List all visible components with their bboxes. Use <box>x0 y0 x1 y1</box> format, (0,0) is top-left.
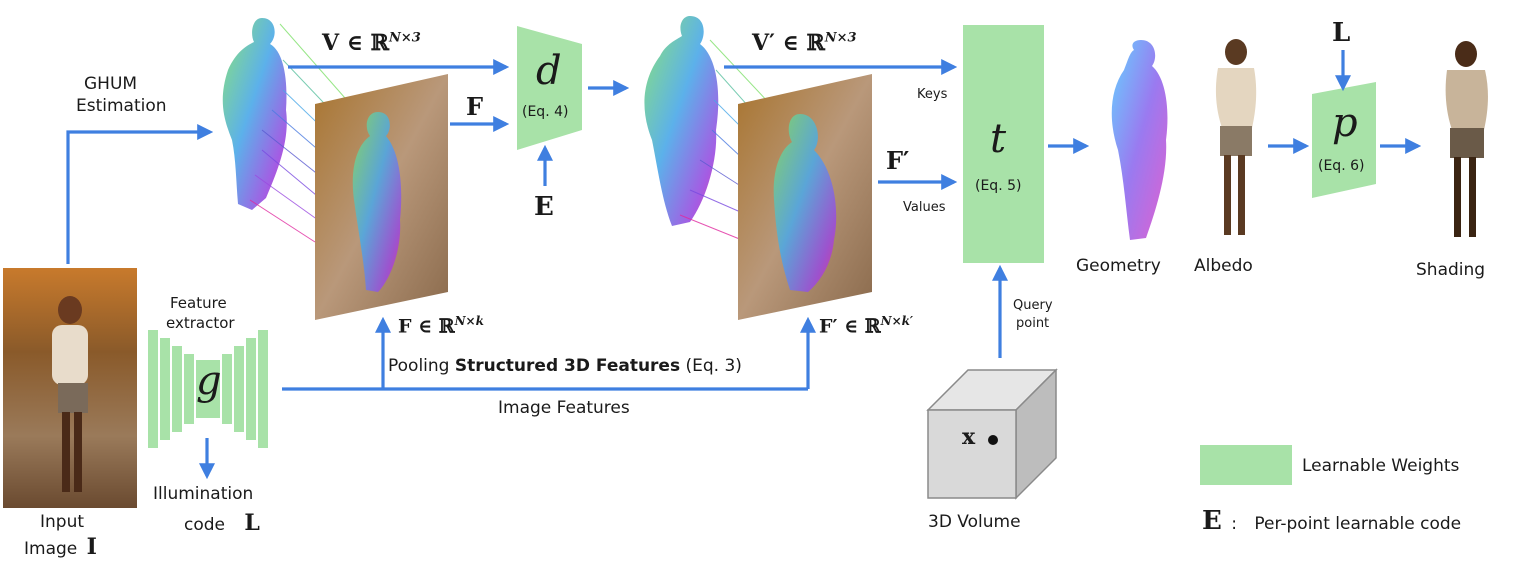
pooling-post: (Eq. 3) <box>680 356 742 376</box>
values-label: Values <box>903 200 946 215</box>
illumination-label: Illumination <box>153 484 254 504</box>
f-label: F <box>466 92 484 121</box>
f-bottom-math: F ∈ ℝ <box>398 315 455 338</box>
point-label: point <box>1016 316 1050 331</box>
query-label: Query <box>1013 298 1053 313</box>
pooling-bold: Structured 3D Features <box>454 356 681 376</box>
feature-extractor-g <box>148 330 268 448</box>
v-label: V ∈ ℝN×3 <box>322 30 421 56</box>
estimation-label: Estimation <box>76 96 167 116</box>
albedo-label: Albedo <box>1194 256 1253 276</box>
legend-e-math: E <box>1202 506 1222 536</box>
fprime-label: F′ <box>886 146 910 175</box>
fprime-bottom-label: F′ ∈ ℝN×k′ <box>819 314 913 337</box>
feature-map-panel <box>315 74 448 320</box>
f-bottom-sup: N×k <box>454 314 484 328</box>
legend-colon: : <box>1231 514 1237 534</box>
image-i-math: I <box>86 534 97 560</box>
keys-label: Keys <box>917 87 948 102</box>
shading-label: Shading <box>1416 260 1486 280</box>
shader-p-block <box>1312 82 1376 198</box>
x-label: x <box>962 424 976 450</box>
ghum-text: GHUM <box>84 74 138 94</box>
decoder-d-block <box>517 26 582 150</box>
image-label: Image I <box>24 534 97 560</box>
albedo-render <box>1215 39 1257 235</box>
legend-code-text: Per-point learnable code <box>1254 514 1462 534</box>
input-label: Input <box>40 512 85 532</box>
extractor-label: extractor <box>166 314 235 332</box>
code-l-math: L <box>244 510 260 536</box>
t-eq: (Eq. 5) <box>975 178 1022 194</box>
geometry-render <box>1111 40 1168 240</box>
pooling-label: Pooling Structured 3D Features (Eq. 3) <box>388 356 742 376</box>
refined-feature-panel <box>738 74 872 320</box>
legend-swatch <box>1200 445 1292 485</box>
arrow-ghum <box>66 124 214 264</box>
legend-code-label: E : Per-point learnable code <box>1202 506 1461 536</box>
shading-render <box>1445 41 1488 237</box>
pooling-pre: Pooling <box>388 356 455 376</box>
l-top-label: L <box>1332 18 1351 48</box>
ghum-label: GHUM <box>84 74 137 94</box>
vprime-sup: N×3 <box>824 30 857 46</box>
e-label: E <box>534 192 554 222</box>
g-symbol: g <box>196 358 222 404</box>
transformer-t-block <box>963 25 1044 263</box>
input-image <box>3 268 137 508</box>
fprime-bottom-math: F′ ∈ ℝ <box>819 315 881 338</box>
vprime-label: V′ ∈ ℝN×3 <box>752 30 857 56</box>
code-label: code L <box>184 510 260 536</box>
p-symbol: p <box>1332 100 1358 146</box>
volume-label: 3D Volume <box>928 512 1021 532</box>
legend-weights-label: Learnable Weights <box>1302 456 1460 476</box>
vprime-math: V′ ∈ ℝ <box>752 30 825 56</box>
3d-volume-cube <box>926 368 1058 500</box>
ghum-pointcloud <box>222 18 346 243</box>
feature-label: Feature <box>170 294 227 312</box>
p-eq: (Eq. 6) <box>1318 158 1365 174</box>
code-text: code <box>184 515 225 535</box>
image-text: Image <box>24 539 78 559</box>
geometry-label: Geometry <box>1076 256 1161 276</box>
fprime-bottom-sup: N×k′ <box>880 314 914 328</box>
image-features-label: Image Features <box>498 398 630 418</box>
f-bottom-label: F ∈ ℝN×k <box>398 314 484 337</box>
t-symbol: t <box>990 116 1007 162</box>
d-eq: (Eq. 4) <box>522 104 569 120</box>
v-math: V ∈ ℝ <box>322 30 389 56</box>
v-sup: N×3 <box>388 30 421 46</box>
query-point-dot <box>988 435 998 445</box>
d-symbol: d <box>536 48 562 94</box>
